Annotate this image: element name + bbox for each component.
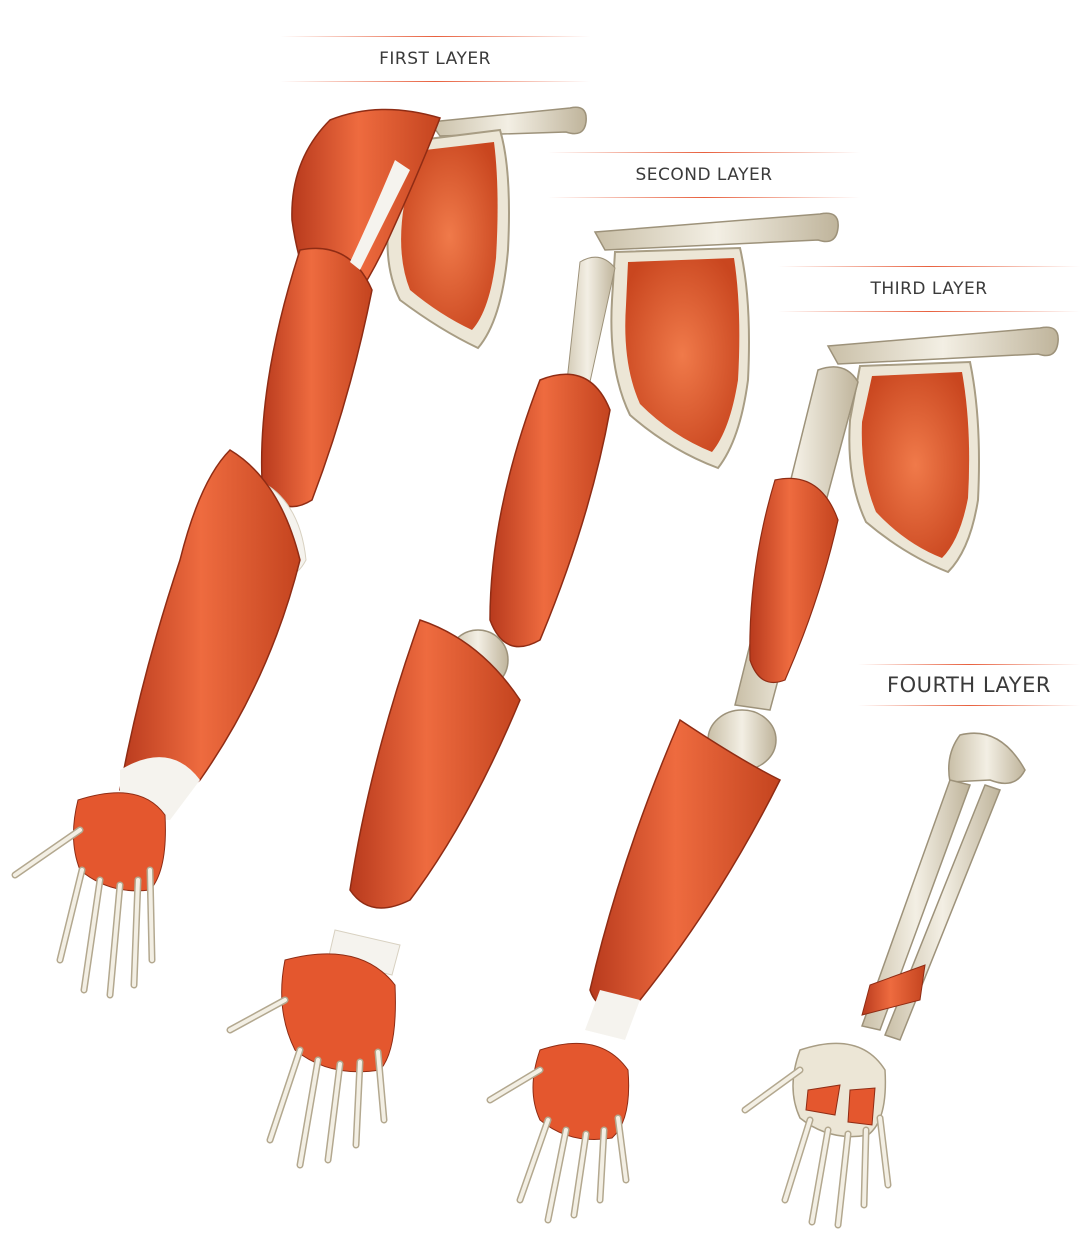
- pronator-quadratus-muscle: [861, 964, 926, 1016]
- biceps-muscle: [260, 247, 373, 508]
- forearm-muscles: [589, 718, 782, 1009]
- label-rule: [858, 664, 1080, 665]
- forearm-muscles: [349, 619, 521, 909]
- humerus-distal-bone: [948, 732, 1026, 785]
- second-layer-label: SECOND LAYER: [548, 152, 860, 198]
- third-layer-label: THIRD LAYER: [778, 266, 1080, 312]
- scapula-muscle: [401, 142, 498, 330]
- label-rule: [778, 311, 1080, 312]
- radius-bone: [861, 779, 971, 1031]
- label-rule: [280, 36, 590, 37]
- upper-arm-muscle: [489, 373, 611, 648]
- scapula-muscle: [861, 372, 970, 558]
- label-rule: [280, 81, 590, 82]
- label-rule: [548, 197, 860, 198]
- fingers-highlight: [488, 1068, 628, 1222]
- first-layer-label: FIRST LAYER: [280, 36, 590, 82]
- first-layer-text: FIRST LAYER: [379, 49, 491, 69]
- arm-first-layer: [11, 106, 587, 999]
- scapula-muscle: [625, 258, 740, 452]
- fingers-highlight: [743, 1068, 890, 1227]
- interossei-muscles: [847, 1087, 876, 1126]
- fingers-highlight: [13, 828, 154, 997]
- second-layer-text: SECOND LAYER: [635, 165, 773, 185]
- clavicle-bone: [826, 326, 1059, 365]
- fingers-highlight: [228, 998, 386, 1167]
- upper-arm-muscle: [749, 477, 839, 684]
- palm: [532, 1042, 630, 1141]
- arm-third-layer: [486, 326, 1059, 1224]
- clavicle-bone: [593, 212, 839, 251]
- forearm-muscles: [119, 449, 301, 804]
- arm-fourth-layer: [741, 732, 1026, 1229]
- forearm-tendons: [585, 990, 640, 1040]
- third-layer-text: THIRD LAYER: [870, 279, 988, 299]
- clavicle-bone: [428, 106, 587, 137]
- arm-second-layer: [226, 212, 839, 1169]
- interossei-muscles: [805, 1084, 841, 1116]
- fourth-layer-text: FOURTH LAYER: [887, 673, 1051, 697]
- fourth-layer-label: FOURTH LAYER: [858, 664, 1080, 706]
- label-rule: [778, 266, 1080, 267]
- label-rule: [858, 705, 1080, 706]
- biceps-tendon: [350, 160, 410, 270]
- label-rule: [548, 152, 860, 153]
